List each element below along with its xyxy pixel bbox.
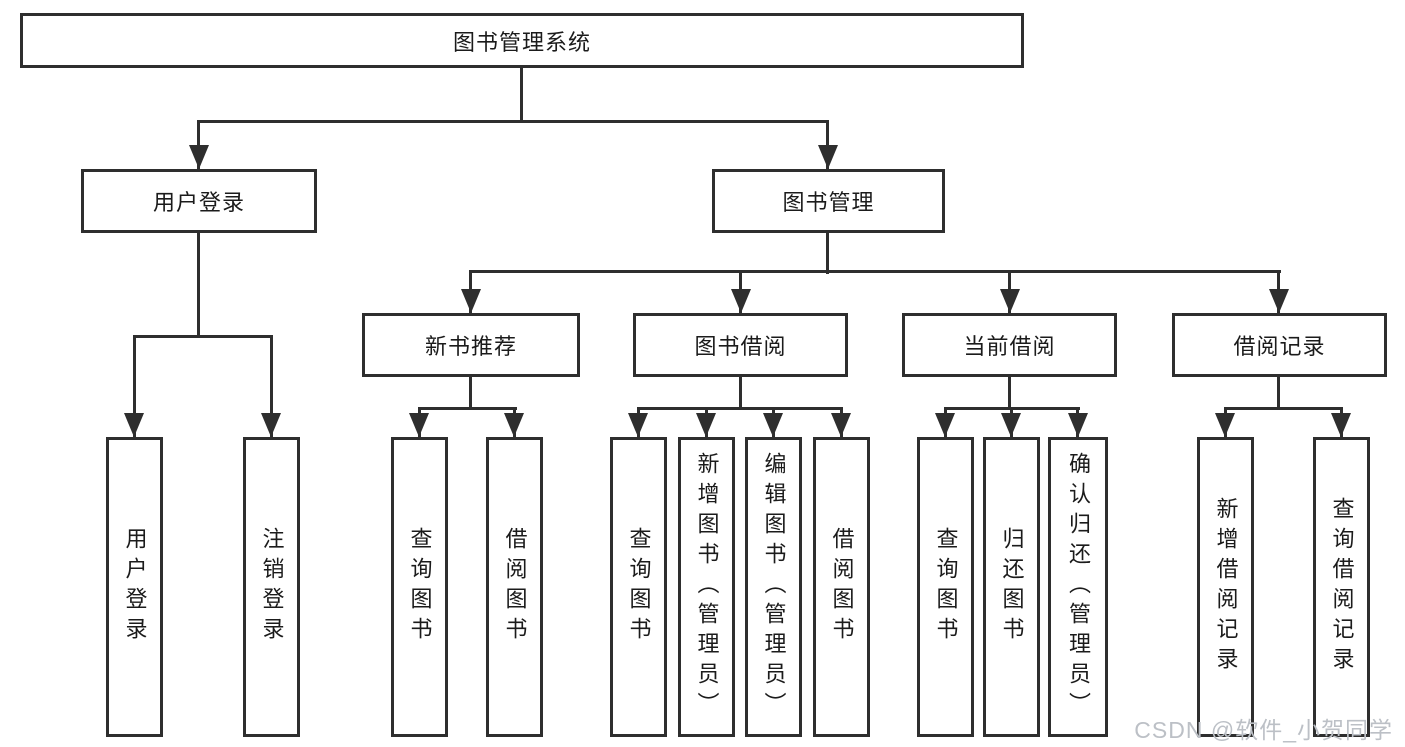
arrow-down-icon [831,413,851,437]
leaf-query-borrow-record: 查询借阅记录 [1313,437,1370,737]
leaf-add-borrow-record: 新增借阅记录 [1197,437,1254,737]
arrow-down-icon [1000,289,1020,313]
arrow-down-icon [1331,413,1351,437]
arrow-down-icon [763,413,783,437]
leaf-add-book-admin: 新增图书（管理员） [678,437,735,737]
connector-recommend-hline [418,407,517,410]
arrow-down-icon [1269,289,1289,313]
connector-book-management-down-line [826,231,829,274]
node-book-management: 图书管理 [712,169,945,233]
connector-stem-leaf-user-login [133,335,136,437]
leaf-logout: 注销登录 [243,437,300,737]
leaf-recommend-query-books: 查询图书 [391,437,448,737]
connector-current-down-line [1008,375,1011,410]
node-new-book-recommend: 新书推荐 [362,313,580,377]
arrow-down-icon [461,289,481,313]
node-book-borrow: 图书借阅 [633,313,848,377]
arrow-down-icon [696,413,716,437]
leaf-borrow-borrow-books: 借阅图书 [813,437,870,737]
arrow-down-icon [261,413,281,437]
connector-level3-hline [469,270,1281,273]
connector-recommend-down-line [469,375,472,410]
arrow-down-icon [731,289,751,313]
connector-stem-leaf-logout [270,335,273,437]
leaf-current-query-books: 查询图书 [917,437,974,737]
node-system-root: 图书管理系统 [20,13,1024,68]
arrow-down-icon [1001,413,1021,437]
arrow-down-icon [935,413,955,437]
arrow-down-icon [628,413,648,437]
arrow-down-icon [1215,413,1235,437]
connector-records-hline [1224,407,1343,410]
arrow-down-icon [124,413,144,437]
leaf-return-books: 归还图书 [983,437,1040,737]
connector-level1-hline [197,120,829,123]
connector-root-down-line [520,66,523,122]
connector-user-login-down-line [197,231,200,338]
node-user-login: 用户登录 [81,169,317,233]
leaf-user-login: 用户登录 [106,437,163,737]
leaf-edit-book-admin: 编辑图书（管理员） [745,437,802,737]
leaf-borrow-query-books: 查询图书 [610,437,667,737]
watermark-text: CSDN @软件_小贺同学 [1134,717,1393,743]
connector-records-down-line [1277,375,1280,410]
arrow-down-icon [189,145,209,169]
leaf-confirm-return-admin: 确认归还（管理员） [1048,437,1108,737]
arrow-down-icon [818,145,838,169]
node-current-borrow: 当前借阅 [902,313,1117,377]
arrow-down-icon [504,413,524,437]
connector-borrow-down-line [739,375,742,410]
connector-borrow-hline [637,407,843,410]
connector-user-login-hline [133,335,273,338]
node-borrow-records: 借阅记录 [1172,313,1387,377]
leaf-recommend-borrow-books: 借阅图书 [486,437,543,737]
arrow-down-icon [409,413,429,437]
arrow-down-icon [1068,413,1088,437]
